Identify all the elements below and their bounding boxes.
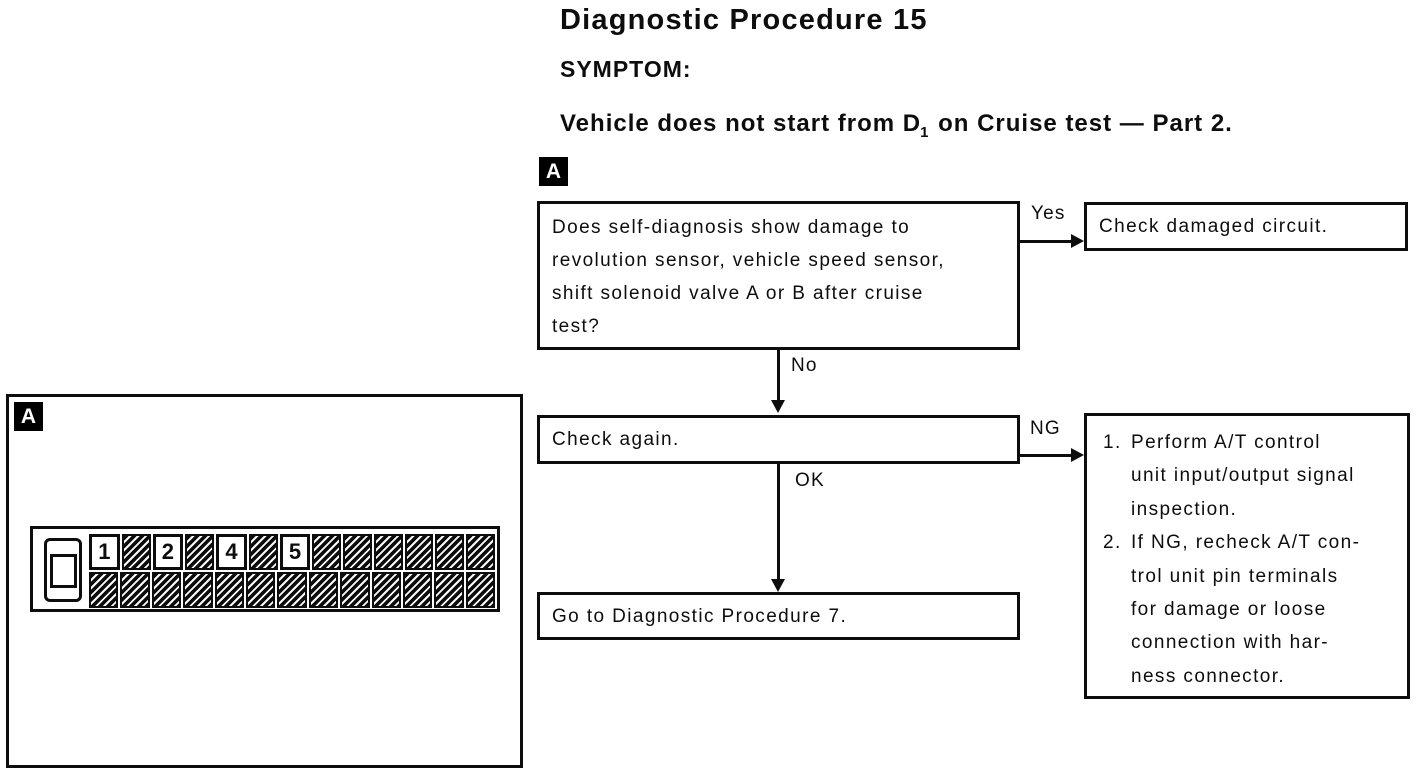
connector-pin-hatched [183, 572, 213, 608]
connector-pin-numbered: 1 [89, 534, 120, 570]
arrow-no-head [771, 400, 785, 413]
page-title: Diagnostic Procedure 15 [560, 4, 928, 36]
connector-pin-hatched [340, 572, 370, 608]
arrow-ng-head [1071, 448, 1084, 462]
ng-action-number: 2. [1103, 532, 1122, 554]
connector-pin-hatched [371, 572, 401, 608]
arrow-ok-head [771, 579, 785, 592]
symptom-text-post: on Cruise test — Part 2. [930, 110, 1233, 137]
connector-pins-bottom-row [89, 572, 496, 608]
ng-action-text: Perform A/T control unit input/output si… [1131, 432, 1355, 520]
connector-pin-hatched [402, 572, 433, 608]
connector-pin-hatched [466, 534, 495, 570]
symptom-subscript: 1 [920, 124, 930, 141]
connector-pin-hatched [89, 572, 119, 608]
connector-pin-hatched [277, 572, 307, 608]
connector-pin-hatched [185, 534, 215, 570]
connector-keyway-slot [49, 554, 77, 588]
connector-keyway [44, 538, 82, 602]
connector-pin-hatched [434, 572, 464, 608]
label-yes: Yes [1031, 203, 1066, 224]
connector-pin-hatched [121, 534, 151, 570]
ng-action-item: 2. If NG, recheck A/T con- trol unit pin… [1103, 526, 1395, 693]
ng-actions-box: 1. Perform A/T control unit input/output… [1084, 413, 1410, 699]
section-marker-a: A [539, 157, 568, 186]
connector-pin-numbered: 5 [279, 534, 311, 570]
question-box: Does self-diagnosis show damage to revol… [537, 201, 1020, 350]
ng-action-item: 1. Perform A/T control unit input/output… [1103, 426, 1395, 526]
connector-pin-hatched [151, 572, 182, 608]
connector-pin-hatched [404, 534, 434, 570]
ng-action-text: If NG, recheck A/T con- trol unit pin te… [1131, 532, 1361, 687]
connector-pin-hatched [120, 572, 150, 608]
check-damaged-circuit-box: Check damaged circuit. [1084, 202, 1408, 251]
label-ng: NG [1030, 418, 1061, 439]
connector-pin-hatched [465, 572, 496, 608]
connector-pin-hatched [312, 534, 342, 570]
goto-procedure-7-box: Go to Diagnostic Procedure 7. [537, 592, 1020, 640]
connector-pin-hatched [308, 572, 339, 608]
check-again-box: Check again. [537, 415, 1020, 464]
connector-pin-hatched [373, 534, 403, 570]
connector-pin-numbered: 4 [216, 534, 247, 570]
arrow-no-line [777, 350, 780, 401]
label-no: No [791, 355, 818, 376]
arrow-ok-line [777, 464, 780, 580]
symptom-text: Vehicle does not start from D1 on Cruise… [560, 110, 1233, 141]
label-ok: OK [795, 470, 825, 491]
arrow-yes-head [1071, 234, 1084, 248]
connector-pin-hatched [343, 534, 372, 570]
connector-pin-hatched [435, 534, 465, 570]
ng-action-number: 1. [1103, 432, 1122, 453]
connector-pin-numbered: 2 [152, 534, 184, 570]
connector-pin-hatched [248, 534, 278, 570]
arrow-ng-line [1019, 454, 1073, 457]
panel-marker-a: A [14, 402, 43, 431]
connector-pin-hatched [214, 572, 244, 608]
symptom-label: SYMPTOM: [560, 56, 692, 82]
connector-pin-hatched [245, 572, 276, 608]
arrow-yes-line [1019, 240, 1073, 243]
symptom-text-pre: Vehicle does not start from D [560, 110, 922, 137]
